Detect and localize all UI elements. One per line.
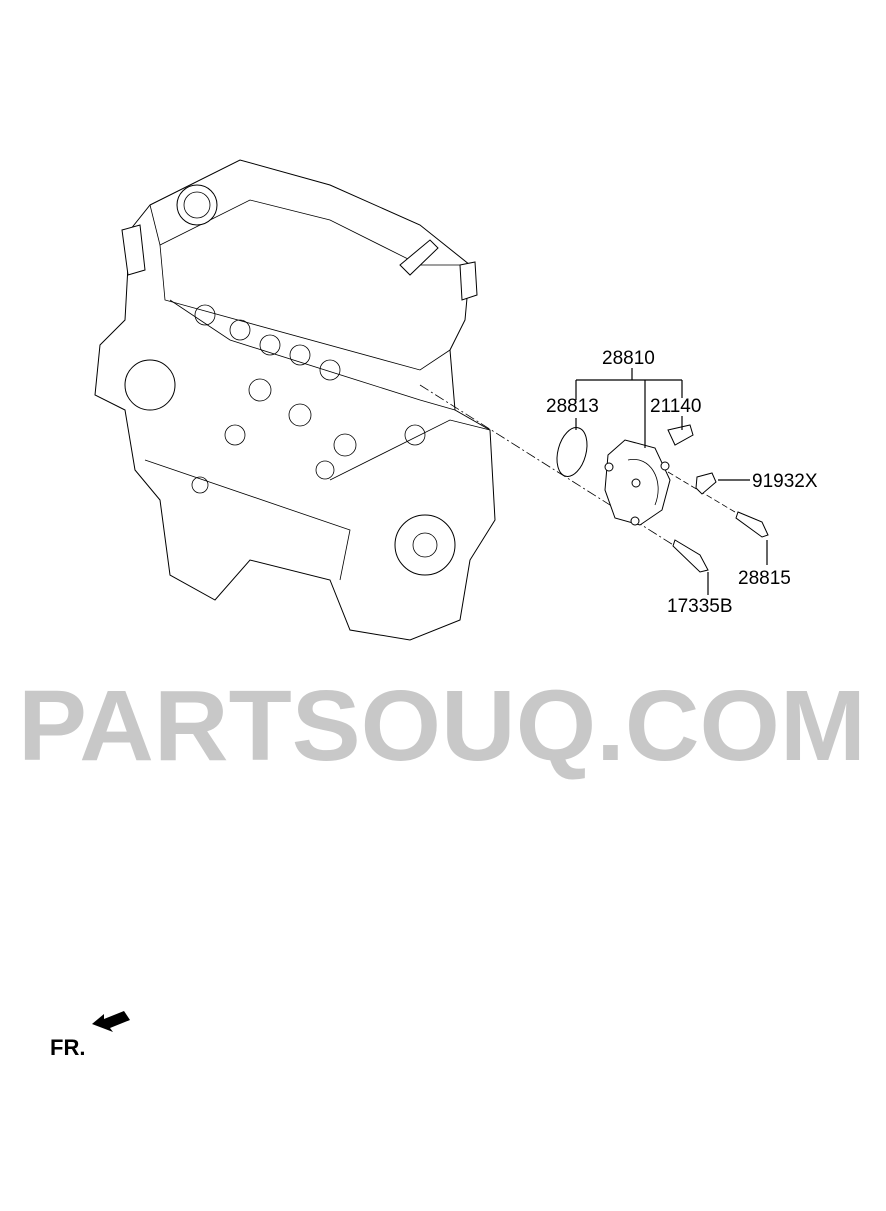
part-label-28810[interactable]: 28810 xyxy=(602,348,655,369)
part-label-17335B[interactable]: 17335B xyxy=(667,596,733,617)
watermark: PARTSOUQ.COM xyxy=(18,670,866,782)
part-label-91932X[interactable]: 91932X xyxy=(752,471,818,492)
front-direction-arrow-icon xyxy=(92,1011,130,1032)
part-label-21140[interactable]: 21140 xyxy=(650,396,701,417)
part-label-28813[interactable]: 28813 xyxy=(546,396,599,417)
leader-lines xyxy=(575,368,768,595)
engine-block-illustration xyxy=(94,159,496,641)
part-label-28815[interactable]: 28815 xyxy=(738,568,791,589)
vacuum-pump-illustration xyxy=(419,384,769,573)
front-direction-label: FR. xyxy=(50,1035,85,1060)
